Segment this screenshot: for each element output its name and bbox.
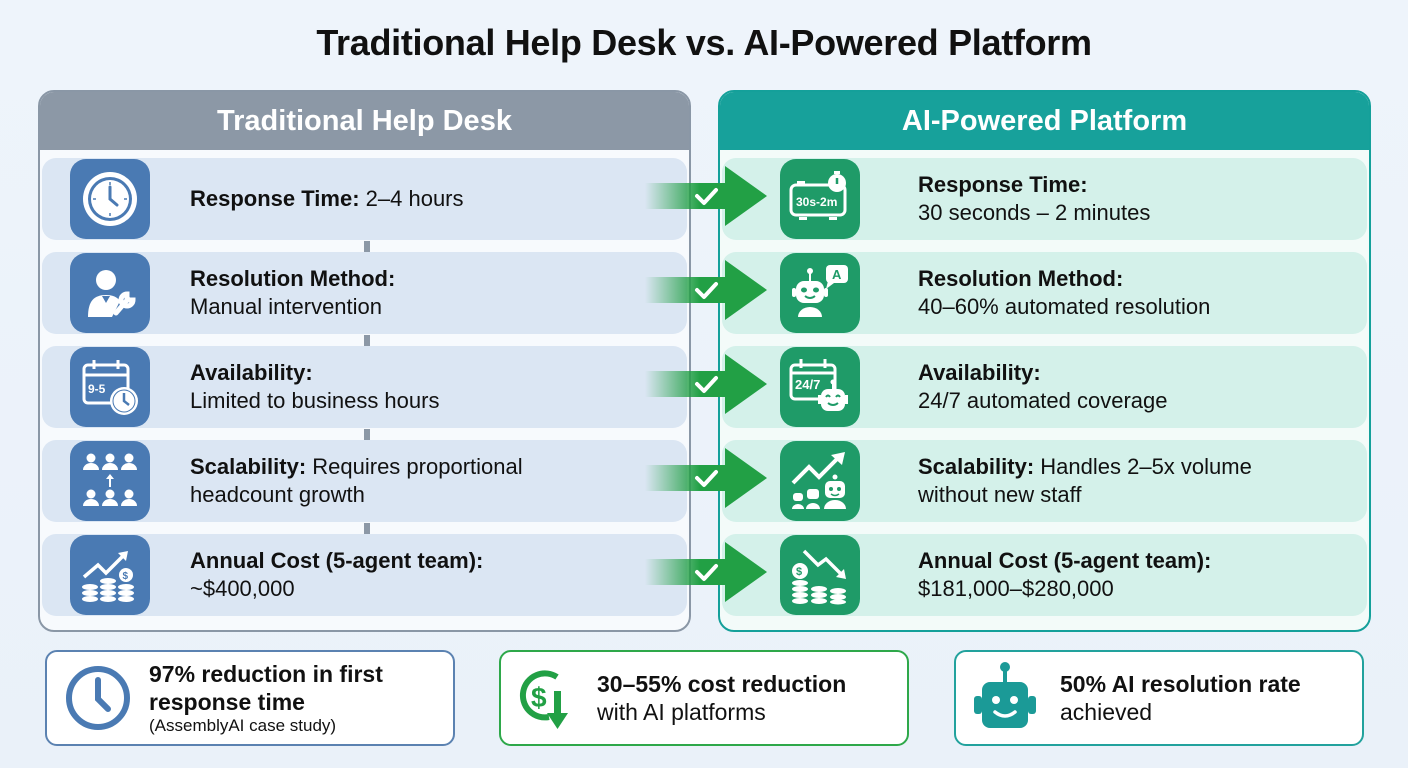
row-label: Resolution Method: (190, 266, 396, 291)
page-title: Traditional Help Desk vs. AI-Powered Pla… (316, 22, 1092, 63)
svg-text:$: $ (123, 571, 129, 582)
stat-text: 97% reduction in first response time (As… (149, 660, 383, 736)
clock-icon (66, 666, 130, 730)
dollar-down-icon: $ (519, 670, 568, 729)
stat-headline: 30–55% cost reduction (597, 671, 847, 697)
svg-text:30s-2m: 30s-2m (796, 195, 837, 209)
row-text: Availability: Limited to business hours (190, 359, 439, 415)
comparison-arrow-icon (645, 260, 767, 320)
stat-card-cost-reduction: $ 30–55% cost reduction with AI platform… (499, 650, 909, 746)
row-value-continued: without new staff (918, 482, 1082, 507)
row-label: Availability: (190, 360, 313, 385)
stat-headline: 97% reduction in first (149, 661, 383, 687)
svg-text:9-5: 9-5 (88, 382, 106, 396)
row-label: Scalability: (918, 454, 1035, 479)
clock-icon (70, 159, 150, 239)
comparison-arrow-icon (645, 166, 767, 226)
traditional-header: Traditional Help Desk (40, 92, 689, 150)
ai-panel: AI-Powered Platform 30s-2m Response Time… (718, 90, 1371, 632)
row-label: Response Time: (918, 172, 1088, 197)
rising-cost-coins-icon: $ (70, 535, 150, 615)
technician-wrench-icon (70, 253, 150, 333)
comparison-arrow-icon (645, 354, 767, 414)
ai-header: AI-Powered Platform (720, 92, 1369, 150)
ai-row-scalability: Scalability: Handles 2–5x volume without … (722, 440, 1367, 522)
row-text: Scalability: Requires proportional headco… (190, 453, 523, 509)
row-label: Availability: (918, 360, 1041, 385)
stat-text: 30–55% cost reduction with AI platforms (597, 670, 846, 726)
robots-growth-icon (780, 441, 860, 521)
team-growth-icon (70, 441, 150, 521)
comparison-arrow-icon (645, 542, 767, 602)
svg-text:24/7: 24/7 (795, 377, 820, 392)
row-value: ~$400,000 (190, 576, 295, 601)
row-text: Response Time: 30 seconds – 2 minutes (918, 171, 1150, 227)
traditional-row-availability: 9-5 Availability: Limited to business hou… (42, 346, 687, 428)
row-label: Annual Cost (5-agent team): (918, 548, 1212, 573)
row-value: 30 seconds – 2 minutes (918, 200, 1151, 225)
traditional-row-annual-cost: $ Annual Cost (5-agent team): ~$400,000 (42, 534, 687, 616)
traditional-panel: Traditional Help Desk Response Time: 2–4… (38, 90, 691, 632)
stat-headline-continued: response time (149, 689, 305, 715)
svg-text:$: $ (531, 682, 547, 713)
row-text: Resolution Method: Manual intervention (190, 265, 395, 321)
svg-text:A: A (832, 267, 842, 282)
row-text: Resolution Method: 40–60% automated resol… (918, 265, 1210, 321)
row-value: 2–4 hours (359, 186, 464, 211)
traditional-row-response-time: Response Time: 2–4 hours (42, 158, 687, 240)
row-label: Annual Cost (5-agent team): (190, 548, 484, 573)
stat-card-response-time: 97% reduction in first response time (As… (45, 650, 455, 746)
row-value: 24/7 automated coverage (918, 388, 1168, 413)
traditional-row-scalability: Scalability: Requires proportional headco… (42, 440, 687, 522)
calendar-robot-icon: 24/7 (780, 347, 860, 427)
row-value: Requires proportional (306, 454, 523, 479)
row-label: Scalability: (190, 454, 307, 479)
row-value: 40–60% automated resolution (918, 294, 1211, 319)
row-text: Response Time: 2–4 hours (190, 185, 464, 213)
row-text: Annual Cost (5-agent team): ~$400,000 (190, 547, 483, 603)
row-label: Response Time: (190, 186, 360, 211)
falling-cost-coins-icon: $ (780, 535, 860, 615)
calendar-clock-icon: 9-5 (70, 347, 150, 427)
traditional-row-resolution-method: Resolution Method: Manual intervention (42, 252, 687, 334)
stat-headline: 50% AI resolution rate (1060, 671, 1301, 697)
ai-row-availability: 24/7 Availability: 24/7 automated coverag… (722, 346, 1367, 428)
robot-chat-icon: A (780, 253, 860, 333)
row-value-continued: headcount growth (190, 482, 365, 507)
row-text: Scalability: Handles 2–5x volume without … (918, 453, 1252, 509)
stat-text: 50% AI resolution rate achieved (1060, 670, 1301, 726)
timer-icon: 30s-2m (780, 159, 860, 239)
stat-detail: achieved (1060, 699, 1153, 725)
stat-detail: with AI platforms (597, 699, 766, 725)
row-value: Manual intervention (190, 294, 383, 319)
ai-row-resolution-method: A Resolution Method: 40–60% automated res… (722, 252, 1367, 334)
row-value: Limited to business hours (190, 388, 440, 413)
row-text: Availability: 24/7 automated coverage (918, 359, 1168, 415)
row-label: Resolution Method: (918, 266, 1124, 291)
svg-text:$: $ (796, 566, 802, 578)
robot-icon (974, 662, 1036, 728)
stat-card-ai-resolution: 50% AI resolution rate achieved (954, 650, 1364, 746)
stat-source: (AssemblyAI case study) (149, 716, 337, 735)
ai-row-response-time: 30s-2m Response Time: 30 seconds – 2 minu… (722, 158, 1367, 240)
row-text: Annual Cost (5-agent team): $181,000–$280… (918, 547, 1211, 603)
comparison-arrow-icon (645, 448, 767, 508)
row-value: Handles 2–5x volume (1034, 454, 1252, 479)
ai-row-annual-cost: $ Annual Cost (5-agent team): $181,000–$2… (722, 534, 1367, 616)
row-value: $181,000–$280,000 (918, 576, 1114, 601)
